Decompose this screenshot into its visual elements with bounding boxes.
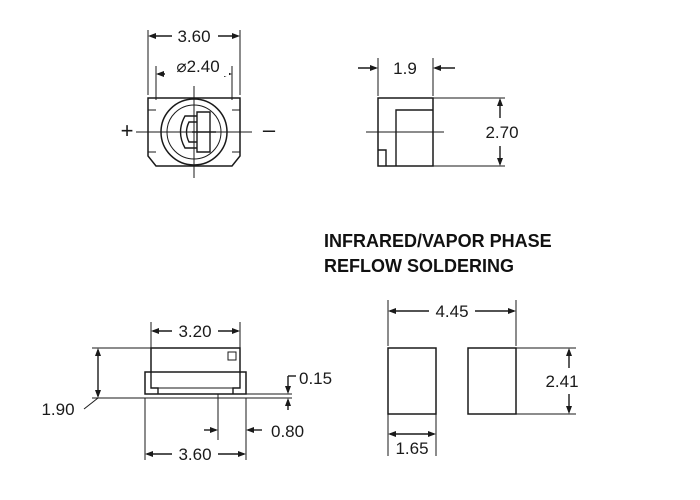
footprint-title-line1: INFRARED/VAPOR PHASE [324,231,552,251]
footprint-overall-width-label: 4.45 [435,302,468,321]
front-top-width-label: 3.20 [178,322,211,341]
top-view: 3.60 ⌀2.40 + – [121,26,276,178]
solder-pad-right [467,347,517,415]
footprint-title-line2: REFLOW SOLDERING [324,256,514,276]
footprint-pad-height-label: 2.41 [545,372,578,391]
lead-length-label: 0.80 [271,422,304,441]
polarity-plus-label: + [121,118,134,143]
top-width-label: 3.60 [177,27,210,46]
top-view-body [147,97,241,167]
front-view-leads [144,371,247,395]
front-view-body [150,347,241,373]
polarity-minus-label: – [263,117,276,142]
side-depth-label: 1.9 [393,59,417,78]
front-bottom-width-label: 3.60 [178,445,211,464]
lead-thickness-label: 0.15 [299,369,332,388]
front-height-label: 1.90 [41,400,74,419]
side-height-label: 2.70 [485,123,518,142]
side-view: 1.9 2.70 [358,58,519,167]
footprint-pad-width-label: 1.65 [395,439,428,458]
solder-footprint: INFRARED/VAPOR PHASE REFLOW SOLDERING 4.… [324,231,579,458]
lens-diameter-label: ⌀2.40 [176,57,219,76]
front-view: 3.20 1.90 0.15 0.80 [41,321,332,464]
solder-pad-left [387,347,437,415]
